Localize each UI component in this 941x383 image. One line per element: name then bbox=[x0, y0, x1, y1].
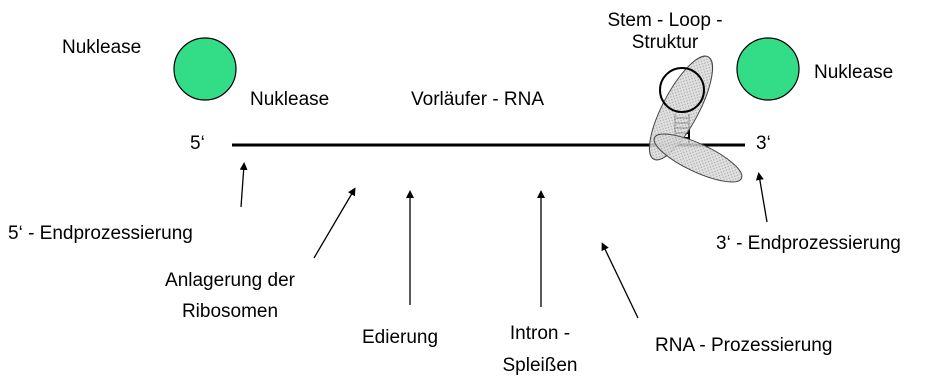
stem-loop-label: Stem - Loop - Struktur bbox=[590, 10, 740, 54]
three-prime-processing-label: 3‘ - Endprozessierung bbox=[716, 233, 901, 254]
nuclease-right-shape bbox=[736, 37, 800, 101]
ribosome-attachment-label: Anlagerung der Ribosomen bbox=[130, 270, 330, 323]
ribosome-label-line2: Ribosomen bbox=[181, 301, 279, 322]
nuclease-middle-label: Nuklease bbox=[250, 89, 330, 110]
ribosome-label-line1: Anlagerung der bbox=[165, 270, 295, 291]
arrow-rna-processing bbox=[601, 242, 639, 319]
five-prime-processing-label: 5‘ - Endprozessierung bbox=[8, 223, 193, 244]
stem-loop-label-line2: Struktur bbox=[631, 32, 699, 53]
stem-loop-label-line1: Stem - Loop - bbox=[607, 10, 723, 31]
arrow-5-end bbox=[239, 162, 248, 208]
intron-label-line1: Intron - bbox=[509, 323, 571, 344]
stem-loop-ring bbox=[659, 67, 705, 113]
nuclease-right-label: Nuklease bbox=[814, 62, 894, 83]
arrow-3-end bbox=[755, 172, 768, 223]
nuclease-left-shape bbox=[173, 37, 237, 101]
editing-label: Edierung bbox=[362, 327, 439, 348]
arrow-ribosome bbox=[313, 187, 356, 259]
three-prime-label: 3‘ bbox=[756, 133, 771, 154]
rna-processing-label: RNA - Prozessierung bbox=[655, 335, 833, 356]
five-prime-label: 5‘ bbox=[190, 133, 205, 154]
intron-label-line2: Spleißen bbox=[502, 355, 578, 376]
intron-splicing-label: Intron - Spleißen bbox=[480, 323, 600, 377]
precursor-rna-label: Vorläufer - RNA bbox=[411, 89, 545, 110]
nuclease-left-label: Nuklease bbox=[62, 37, 142, 58]
binding-protein-lower bbox=[653, 133, 743, 183]
